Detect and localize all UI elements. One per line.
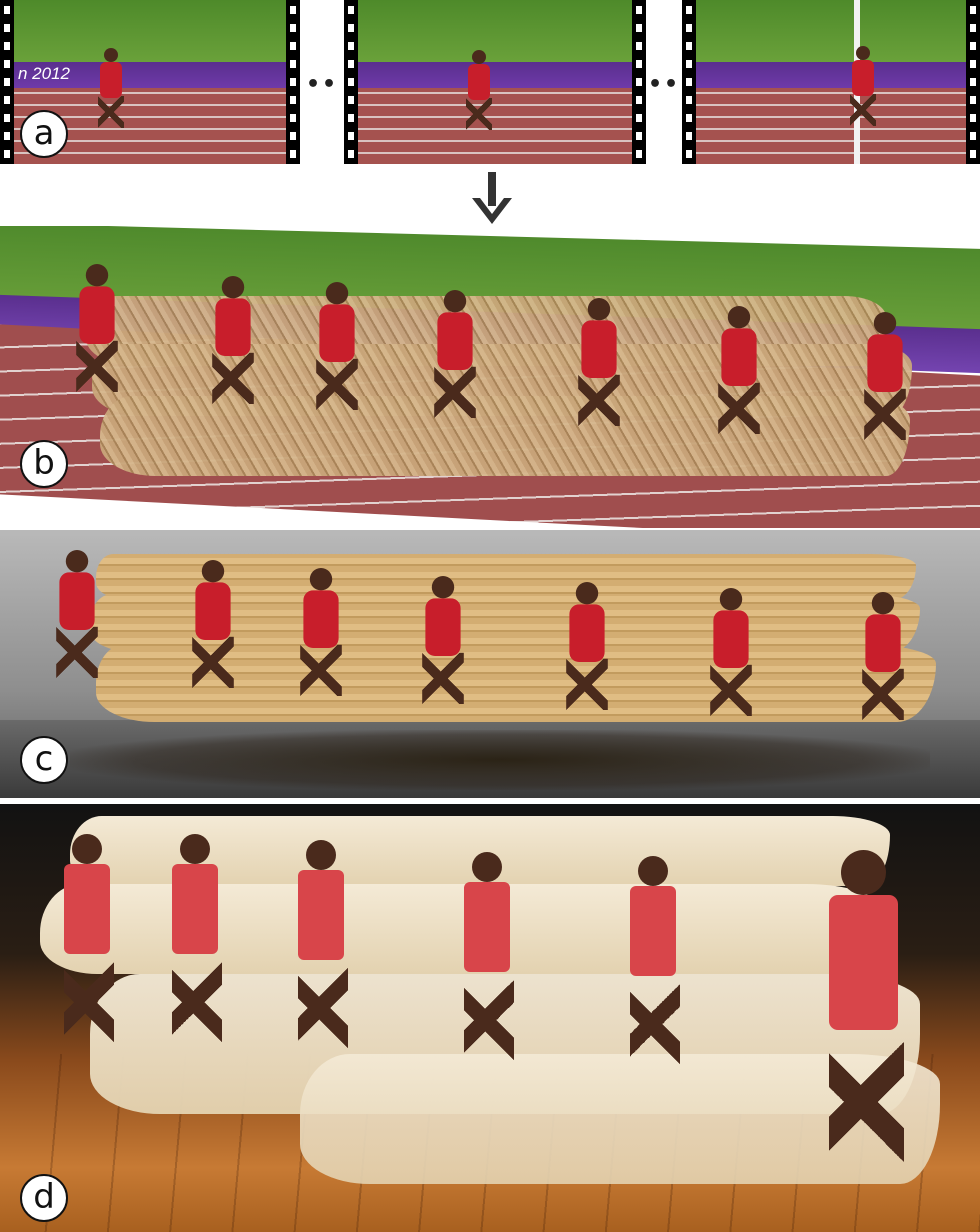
panel-b: b xyxy=(0,226,980,528)
panel-label-b: b xyxy=(20,440,68,488)
athlete-figure xyxy=(170,834,222,1052)
film-sprocket-icon xyxy=(286,0,300,164)
panel-d: d xyxy=(0,804,980,1232)
video-frame-3 xyxy=(696,0,966,164)
sculpture-layer xyxy=(100,396,910,476)
athlete-figure xyxy=(62,834,114,1052)
film-sprocket-icon xyxy=(0,0,14,164)
athlete-figure xyxy=(296,840,348,1058)
film-sprocket-icon xyxy=(344,0,358,164)
athlete-figure xyxy=(313,282,361,410)
stadium-banner-text: n 2012 xyxy=(18,64,70,83)
ellipsis-icon: •• xyxy=(306,72,339,97)
athlete-figure xyxy=(96,48,126,128)
video-frame-1: n 2012 xyxy=(14,0,286,164)
athlete-figure xyxy=(861,312,909,440)
athlete-figure xyxy=(715,306,763,434)
panel-label-a: a xyxy=(20,110,68,158)
video-frame-2 xyxy=(358,0,632,164)
athlete-figure xyxy=(431,290,479,418)
film-sprocket-icon xyxy=(682,0,696,164)
athlete-figure xyxy=(189,560,237,688)
athlete-figure xyxy=(575,298,623,426)
athlete-figure xyxy=(53,550,101,678)
sculpture-layer xyxy=(96,644,936,722)
sculpture-layer xyxy=(40,884,880,974)
athlete-figure xyxy=(462,852,514,1070)
athlete-figure xyxy=(826,850,904,1177)
athlete-figure xyxy=(859,592,907,720)
down-arrow-icon xyxy=(472,172,512,224)
athlete-figure xyxy=(848,46,878,126)
panel-a: n 2012 •• •• a xyxy=(0,0,980,168)
athlete-figure xyxy=(297,568,345,696)
sculpture-layer xyxy=(96,554,916,600)
panel-c: c xyxy=(0,530,980,798)
athlete-figure xyxy=(563,582,611,710)
panel-label-d: d xyxy=(20,1174,68,1222)
athlete-figure xyxy=(73,264,121,392)
film-sprocket-icon xyxy=(966,0,980,164)
ellipsis-icon: •• xyxy=(648,72,681,97)
athlete-figure xyxy=(209,276,257,404)
athlete-figure xyxy=(419,576,467,704)
athlete-figure xyxy=(464,50,494,130)
athlete-figure xyxy=(707,588,755,716)
panel-label-c: c xyxy=(20,736,68,784)
film-sprocket-icon xyxy=(632,0,646,164)
athlete-figure xyxy=(628,856,680,1074)
